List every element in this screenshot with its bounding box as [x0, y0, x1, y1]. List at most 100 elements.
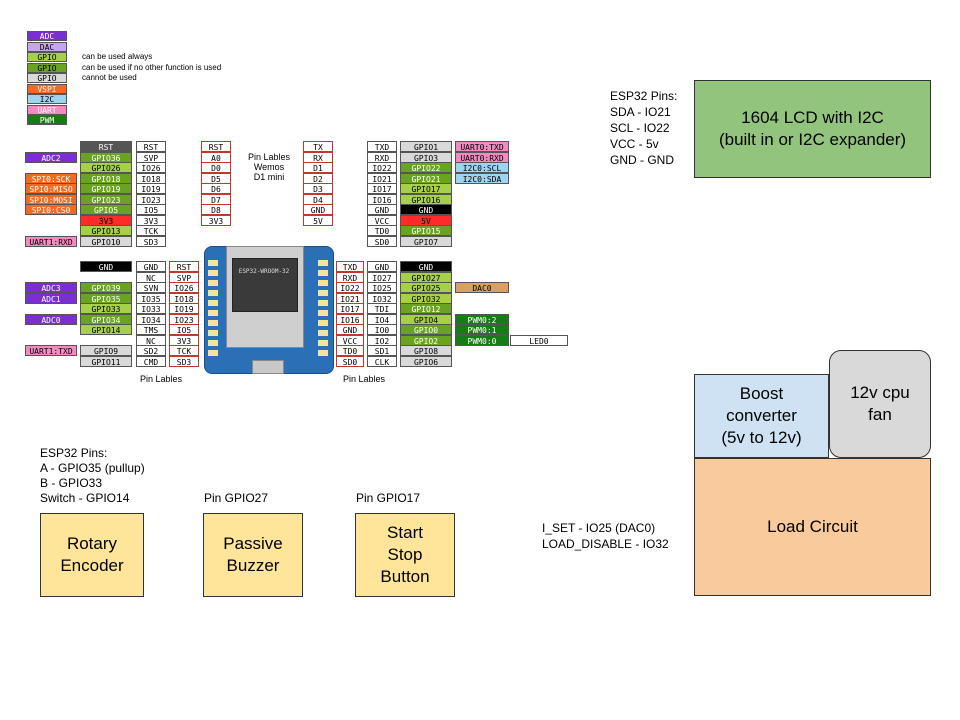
pin-function-label — [25, 272, 77, 283]
wemos-pin-label: TCK — [169, 345, 199, 356]
wemos-pin-label: IO26 — [169, 282, 199, 293]
wemos-pin-label: GND — [303, 204, 333, 215]
esp32-pinout-diagram: ESP32-WROOM-32 Pin Lables Wemos D1 mini … — [0, 0, 600, 400]
pin-name-label: GND — [367, 204, 397, 215]
wemos-pin-label: IO22 — [336, 282, 364, 293]
wemos-pin-label: D6 — [201, 183, 231, 194]
wemos-pin-label: RST — [201, 141, 231, 152]
pin-labels-caption-left: Pin Lables — [140, 374, 183, 384]
boost-converter-box: Boost converter (5v to 12v) — [694, 374, 829, 458]
pin-gpio-label: GPIO15 — [400, 225, 452, 236]
led0-label: LED0 — [510, 334, 568, 346]
pin-gpio-label: GND — [80, 261, 132, 272]
pin-name-label: IO33 — [136, 303, 166, 314]
pin-name-label: RST — [136, 141, 166, 152]
board-pads-right — [318, 260, 328, 360]
pin-function-label — [455, 204, 509, 215]
legend-swatch-pwm: PWM — [27, 115, 67, 125]
pin-function-label — [455, 194, 509, 205]
pin-name-label: TMS — [136, 324, 166, 335]
legend-swatch-i2c: I2C — [27, 94, 67, 104]
pin-function-label: SPI0:SCK — [25, 172, 77, 184]
pin-function-label: PWM0:2 — [455, 313, 509, 325]
chip-shield — [232, 258, 298, 312]
pin-name-label: TXD — [367, 141, 397, 152]
pin-name-label: IO0 — [367, 324, 397, 335]
pin-name-label: IO27 — [367, 271, 397, 283]
pin-gpio-label: GPIO32 — [400, 292, 452, 304]
pin-function-label — [455, 303, 509, 314]
legend-swatch-gpio: GPIO — [27, 52, 67, 62]
pin-gpio-label: GPIO35 — [80, 292, 132, 304]
pin-gpio-label: GPIO13 — [80, 225, 132, 236]
pin-name-label: IO4 — [367, 313, 397, 325]
pin-name-label: SD3 — [136, 235, 166, 247]
pin-gpio-label: GND — [400, 261, 452, 272]
pin-function-label: PWM0:0 — [455, 334, 509, 346]
legend-swatch-dac: DAC — [27, 41, 67, 52]
pin-gpio-label: GPIO9 — [80, 345, 132, 356]
legend-swatch-gpio: GPIO — [27, 73, 67, 83]
wemos-pin-label: A0 — [201, 151, 231, 163]
pin-name-label: CMD — [136, 355, 166, 367]
pin-name-label: CLK — [367, 355, 397, 367]
pin-gpio-label: RST — [80, 141, 132, 152]
pin-name-label: SD1 — [367, 345, 397, 356]
buzzer-pin-text: Pin GPIO27 — [204, 491, 269, 505]
pin-function-label — [455, 272, 509, 283]
pin-function-label — [455, 236, 509, 247]
pin-function-label — [25, 303, 77, 314]
wemos-pin-label: RX — [303, 151, 333, 163]
passive-buzzer-box: Passive Buzzer — [203, 513, 303, 597]
board-pads-left — [208, 260, 218, 360]
pin-function-label — [455, 215, 509, 226]
wemos-pin-label: D2 — [303, 172, 333, 184]
wemos-pin-label: D8 — [201, 204, 231, 215]
wemos-pin-label: D5 — [201, 172, 231, 184]
pin-gpio-label: GPIO33 — [80, 303, 132, 314]
encoder-pins-text: ESP32 Pins: A - GPIO35 (pullup) B - GPIO… — [40, 446, 145, 505]
wemos-pin-label: GND — [336, 324, 364, 335]
pin-function-label: UART1:RXD — [25, 235, 77, 247]
pin-function-label: PWM0:1 — [455, 324, 509, 335]
pin-function-label: UART0:RXD — [455, 151, 509, 163]
wemos-pin-label: TD0 — [336, 345, 364, 356]
pin-function-label: UART1:TXD — [25, 345, 77, 356]
pin-function-label: UART0:TXD — [455, 141, 509, 152]
wemos-pin-label: IO19 — [169, 303, 199, 314]
pin-name-label: NC — [136, 334, 166, 346]
legend-swatch-gpio: GPIO — [27, 62, 67, 73]
pin-function-label: SPI0:MISO — [25, 183, 77, 194]
cpu-fan-box: 12v cpu fan — [829, 350, 931, 458]
pin-gpio-label: 5V — [400, 214, 452, 226]
pin-function-label: I2C0:SDA — [455, 172, 509, 184]
pin-gpio-label: GPIO5 — [80, 204, 132, 215]
wemos-title: Pin Lables Wemos D1 mini — [247, 152, 291, 182]
rotary-encoder-box: Rotary Encoder — [40, 513, 144, 597]
pin-gpio-label: GPIO25 — [400, 282, 452, 293]
pin-function-label — [25, 261, 77, 272]
pin-gpio-label: GPIO12 — [400, 303, 452, 314]
legend-swatch-adc: ADC — [27, 31, 67, 41]
wemos-pin-label: SD0 — [336, 355, 364, 367]
pin-gpio-label: GPIO34 — [80, 313, 132, 325]
pin-function-label: DAC0 — [455, 282, 509, 293]
pin-name-label: IO23 — [136, 193, 166, 205]
pin-gpio-label: GPIO39 — [80, 282, 132, 293]
chip-label: ESP32-WROOM-32 — [238, 268, 290, 275]
pin-gpio-label: GPIO6 — [400, 355, 452, 367]
pin-function-label — [455, 345, 509, 356]
pin-function-label — [25, 324, 77, 335]
wemos-pin-label: IO23 — [169, 313, 199, 325]
legend-swatch-vspi: VSPI — [27, 83, 67, 94]
wemos-pin-label: D4 — [303, 193, 333, 205]
pin-name-label: IO25 — [367, 282, 397, 293]
wemos-pin-label: RXD — [336, 271, 364, 283]
pin-name-label: 3V3 — [136, 214, 166, 226]
pin-function-label: ADC1 — [25, 292, 77, 304]
pin-name-label: TDI — [367, 303, 397, 314]
pin-name-label: TCK — [136, 225, 166, 236]
pin-name-label: SVP — [136, 151, 166, 163]
load-circuit-box: Load Circuit — [694, 458, 931, 596]
